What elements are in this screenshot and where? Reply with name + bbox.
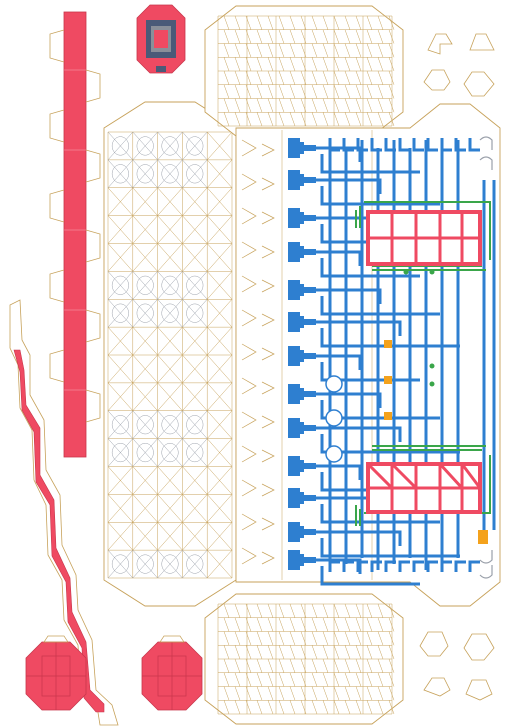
lattice-panel-top	[204, 5, 404, 137]
octagon-tower-bottom-right	[141, 635, 203, 711]
octagon-tower-bottom-left	[25, 635, 87, 711]
octagon-tower-top	[136, 4, 186, 74]
small-tabs-top-right	[423, 33, 495, 97]
pipe-panel-right	[235, 103, 501, 607]
red-wavy-strip	[9, 299, 119, 726]
red-frame-box-lower	[366, 462, 482, 514]
red-column-strip	[49, 11, 101, 458]
small-tabs-bottom-right	[419, 631, 495, 701]
red-frame-box-upper	[366, 210, 482, 266]
lattice-panel-left	[103, 101, 237, 607]
lattice-panel-bottom	[204, 593, 404, 725]
